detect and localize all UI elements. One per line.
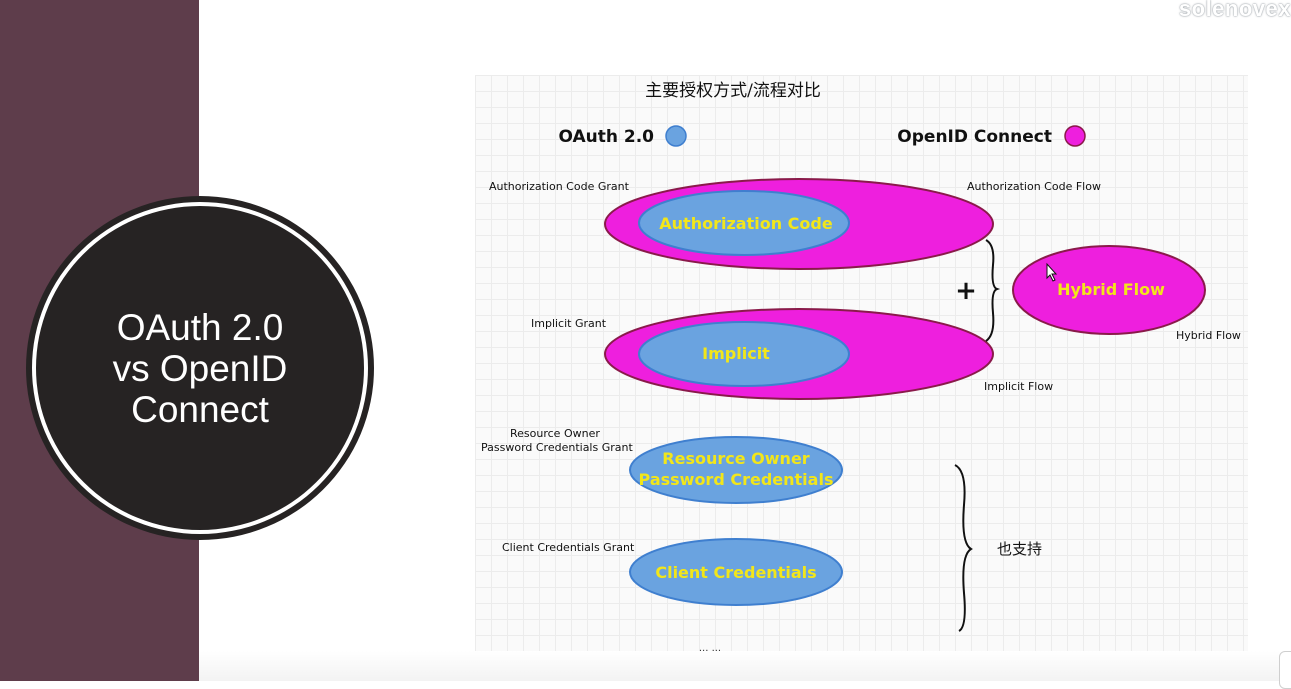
also-supported-label: 也支持 xyxy=(997,540,1042,558)
slide-title: OAuth 2.0 vs OpenID Connect xyxy=(80,307,320,430)
node-hybrid-flow: Hybrid Flow xyxy=(1057,280,1165,299)
plus-sign: + xyxy=(955,276,977,306)
node-authorization-code: Authorization Code xyxy=(659,214,833,233)
mouse-cursor-icon xyxy=(1046,262,1058,282)
oauth-client-credentials-ellipse xyxy=(629,538,843,606)
diagram-svg: 主要授权方式/流程对比 OAuth 2.0 OpenID Connect Aut… xyxy=(481,81,1241,654)
title-circle: OAuth 2.0 vs OpenID Connect xyxy=(26,196,374,540)
oauth-auth-code-ellipse xyxy=(638,190,850,256)
label-hybrid-flow: Hybrid Flow xyxy=(1176,329,1241,342)
legend-oidc-label: OpenID Connect xyxy=(897,127,1052,147)
node-client-credentials: Client Credentials xyxy=(655,563,816,582)
label-ropc-grant-line-1: Resource Owner xyxy=(510,427,600,440)
legend-oauth-swatch xyxy=(665,125,687,147)
legend-oauth-label: OAuth 2.0 xyxy=(558,127,654,147)
label-client-credentials-grant: Client Credentials Grant xyxy=(502,541,635,554)
node-implicit: Implicit xyxy=(702,344,770,363)
combine-brace xyxy=(985,239,1001,342)
node-ropc-line-2: Password Credentials xyxy=(639,470,834,489)
bottom-bar xyxy=(199,651,1291,689)
comparison-diagram: 主要授权方式/流程对比 OAuth 2.0 OpenID Connect Aut… xyxy=(475,75,1248,658)
oauth-implicit-ellipse xyxy=(638,321,850,387)
diagram-title: 主要授权方式/流程对比 xyxy=(645,81,821,101)
also-supported-brace xyxy=(954,464,973,632)
node-ropc-line-1: Resource Owner xyxy=(662,449,810,468)
label-implicit-grant: Implicit Grant xyxy=(531,317,607,330)
legend-oidc-swatch xyxy=(1064,125,1086,147)
more-ellipsis: ... ... xyxy=(699,643,721,654)
label-auth-code-flow: Authorization Code Flow xyxy=(967,180,1101,193)
label-auth-code-grant: Authorization Code Grant xyxy=(489,180,630,193)
label-implicit-flow: Implicit Flow xyxy=(984,380,1053,393)
label-ropc-grant-line-2: Password Credentials Grant xyxy=(481,441,633,454)
corner-handle xyxy=(1279,651,1291,689)
slide-title-line-3: Connect xyxy=(131,388,269,430)
slide-title-line-1: OAuth 2.0 xyxy=(116,306,284,348)
watermark: solenovex xyxy=(1178,0,1291,21)
oauth-ropc-ellipse xyxy=(629,436,843,504)
oidc-hybrid-flow-ellipse xyxy=(1012,245,1206,335)
slide-title-line-2: vs OpenID xyxy=(112,347,288,389)
